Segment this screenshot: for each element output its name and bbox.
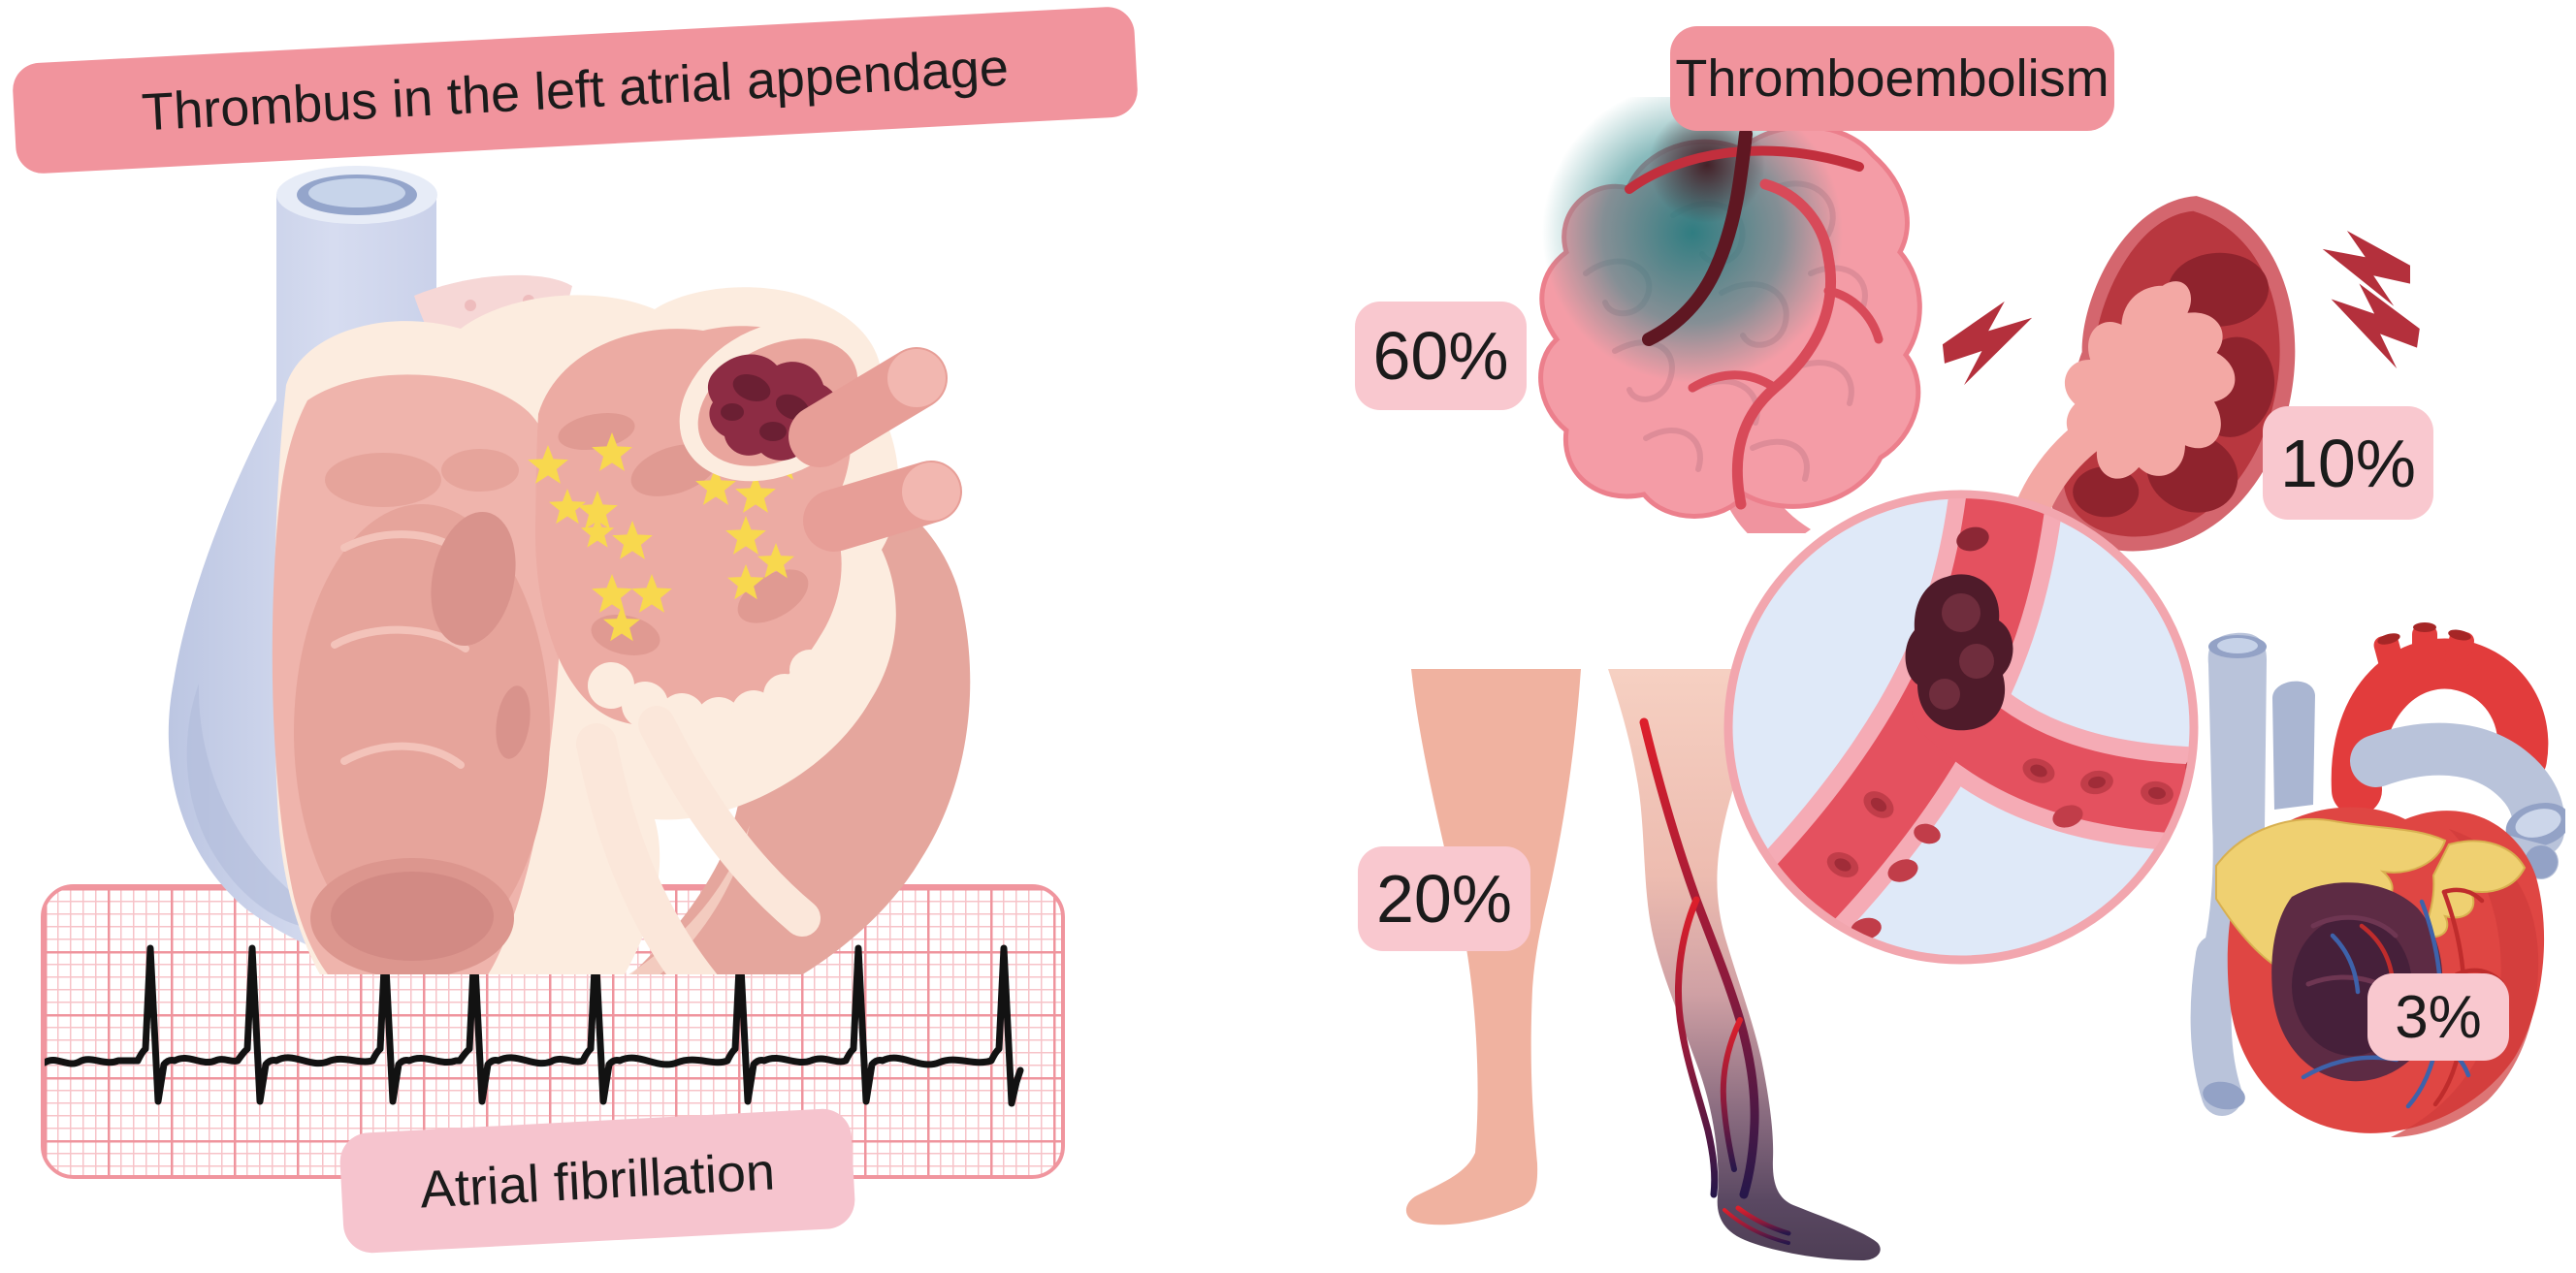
- brain-illustration: [1538, 97, 1922, 533]
- kidney-illustration: [1939, 196, 2425, 604]
- vessel-lumen: [1732, 498, 2190, 956]
- ecg-trace: [45, 944, 1024, 1107]
- valve-scallops: [588, 650, 830, 744]
- afib-label-badge: Atrial fibrillation: [338, 1107, 856, 1255]
- leg-percentage-text: 20%: [1375, 861, 1513, 937]
- brain-arteries: [1625, 127, 1884, 510]
- kidney-body: [2002, 196, 2296, 604]
- leg-percentage-badge: 20%: [1358, 846, 1530, 951]
- heart-organ-illustration: [2190, 622, 2565, 1137]
- brain-percentage-text: 60%: [1372, 318, 1509, 394]
- aorta: [2331, 622, 2549, 815]
- kidney-percentage-text: 10%: [2279, 425, 2417, 501]
- blood-cells: [1788, 757, 2190, 942]
- ischemic-area: [1542, 97, 1843, 383]
- afib-label-text: Atrial fibrillation: [418, 1142, 777, 1220]
- right-heart-chamber: [272, 374, 564, 974]
- heart-percentage-text: 3%: [2395, 983, 2482, 1051]
- left-title-text: Thrombus in the left atrial appendage: [140, 38, 1011, 143]
- brain-percentage-badge: 60%: [1355, 302, 1527, 410]
- heart-cross-section-illustration: [168, 166, 971, 974]
- kidney-percentage-badge: 10%: [2263, 406, 2433, 520]
- heart-percentage-badge: 3%: [2367, 973, 2509, 1061]
- leg-vessels: [1639, 717, 1791, 1245]
- occluded-artery: [1642, 127, 1753, 346]
- right-title-badge: Thromboembolism: [1670, 26, 2114, 131]
- ischemic-leg: [1608, 669, 1881, 1260]
- magnified-vessel-illustration: [1723, 490, 2199, 965]
- pulmonary-vein-stubs: [789, 347, 962, 552]
- right-title-text: Thromboembolism: [1675, 49, 2109, 108]
- chordae-strips: [576, 706, 821, 974]
